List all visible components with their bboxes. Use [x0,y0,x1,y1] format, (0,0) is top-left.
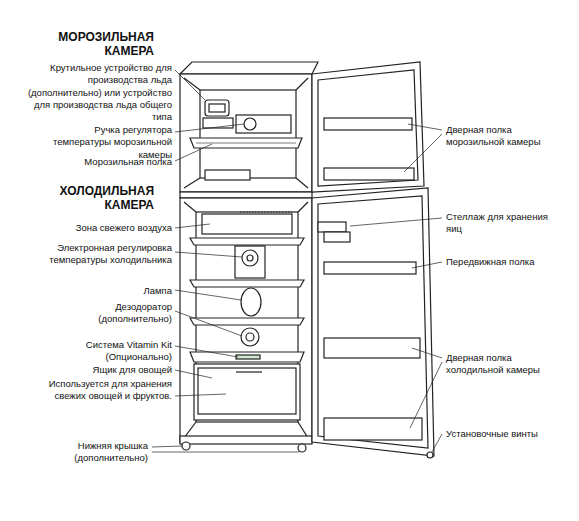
part-label: Электронная регулировка температуры холо… [40,242,172,267]
part-label: Ящик для овощей [40,364,172,376]
part-label: Лампа [40,285,172,297]
part-label: Система Vitamin Kit (Опционально) [40,339,172,364]
part-label: Нижняя крышка (дополнительно) [30,440,148,465]
part-label: Передвижная полка [446,256,558,268]
part-label: Крутильное устройство для производства л… [22,62,172,123]
part-label: Стеллаж для хранения яиц [446,211,558,236]
part-label: Дверная полка холодильной камеры [446,352,558,377]
section-heading: ХОЛОДИЛЬНАЯ КАМЕРА [20,184,154,212]
note-label: Используется для хранения свежих овощей … [40,378,172,403]
part-label: Дезодоратор (дополнительно) [40,301,172,326]
part-label: Ручка регулятора температуры морозильной… [40,124,172,161]
part-label: Зона свежего воздуха [40,222,172,234]
part-label: Дверная полка морозильной камеры [446,124,558,149]
section-heading: МОРОЗИЛЬНАЯ КАМЕРА [20,30,154,58]
part-label: Морозильная полка [40,156,172,168]
part-label: Установочные винты [446,428,558,440]
